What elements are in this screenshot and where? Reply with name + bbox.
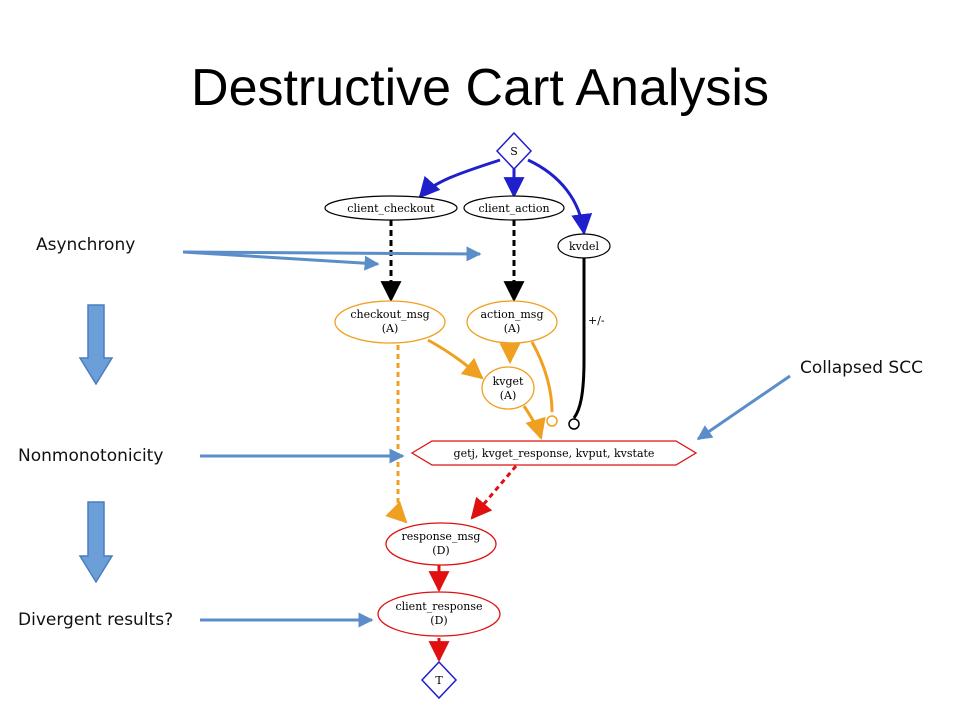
edge-checkout-msg-to-kvget: [427, 338, 484, 380]
node-kvget-tag: (A): [500, 389, 517, 402]
node-checkout-msg-tag: (A): [382, 322, 399, 335]
edge-s-to-kvdel: [527, 158, 593, 236]
negation-marker-kvdel: [568, 418, 580, 430]
node-client-action-label: client_action: [478, 202, 549, 215]
edge-kvdel-to-scc: [572, 258, 586, 419]
label-collapsed-scc: Collapsed SCC: [800, 358, 923, 378]
block-down-arrow-1: [78, 304, 114, 386]
node-kvdel: kvdel: [557, 233, 611, 259]
edge-s-to-client-checkout: [418, 158, 501, 199]
edge-kvget-to-scc: [522, 405, 546, 441]
node-client-checkout: client_checkout: [324, 195, 458, 221]
node-kvget: kvget (A): [481, 366, 535, 410]
node-start: S: [495, 131, 533, 171]
node-response-msg-label: response_msg: [402, 530, 481, 543]
node-checkout-msg: checkout_msg (A): [334, 300, 446, 344]
annotation-arrow-asynchrony-2: [182, 246, 482, 262]
node-kvget-label: kvget: [493, 375, 524, 388]
negation-marker-action: [546, 415, 558, 427]
label-nonmonotonicity: Nonmonotonicity: [18, 446, 164, 466]
block-down-arrow-2: [78, 501, 114, 584]
node-client-action: client_action: [463, 195, 565, 221]
edge-scc-to-response-msg: [470, 465, 518, 520]
node-kvdel-label: kvdel: [569, 240, 599, 253]
node-checkout-msg-label: checkout_msg: [350, 308, 429, 321]
node-action-msg-label: action_msg: [481, 308, 544, 321]
node-client-response: client_response (D): [377, 591, 501, 637]
edge-checkout-msg-to-response-msg: [385, 345, 408, 524]
node-response-msg-tag: (D): [432, 544, 449, 557]
node-client-response-label: client_response: [395, 600, 482, 613]
node-terminal-label: T: [435, 674, 443, 687]
node-start-label: S: [510, 145, 518, 158]
node-client-response-tag: (D): [430, 614, 447, 627]
edge-label-kvdel: +/-: [588, 314, 605, 327]
node-terminal: T: [420, 660, 458, 700]
node-collapsed-scc-label: getj, kvget_response, kvput, kvstate: [454, 447, 655, 460]
node-client-checkout-label: client_checkout: [347, 202, 435, 215]
label-divergent-results: Divergent results?: [18, 610, 174, 630]
edge-action-msg-to-scc: [530, 341, 554, 413]
node-response-msg: response_msg (D): [385, 522, 497, 566]
annotation-arrow-asynchrony-1: [182, 250, 380, 271]
slide-title: Destructive Cart Analysis: [191, 59, 769, 117]
node-action-msg-tag: (A): [504, 322, 521, 335]
node-action-msg: action_msg (A): [466, 300, 558, 344]
label-asynchrony: Asynchrony: [36, 235, 136, 255]
node-collapsed-scc: getj, kvget_response, kvput, kvstate: [410, 440, 698, 466]
annotation-arrow-collapsed-scc: [696, 374, 791, 441]
